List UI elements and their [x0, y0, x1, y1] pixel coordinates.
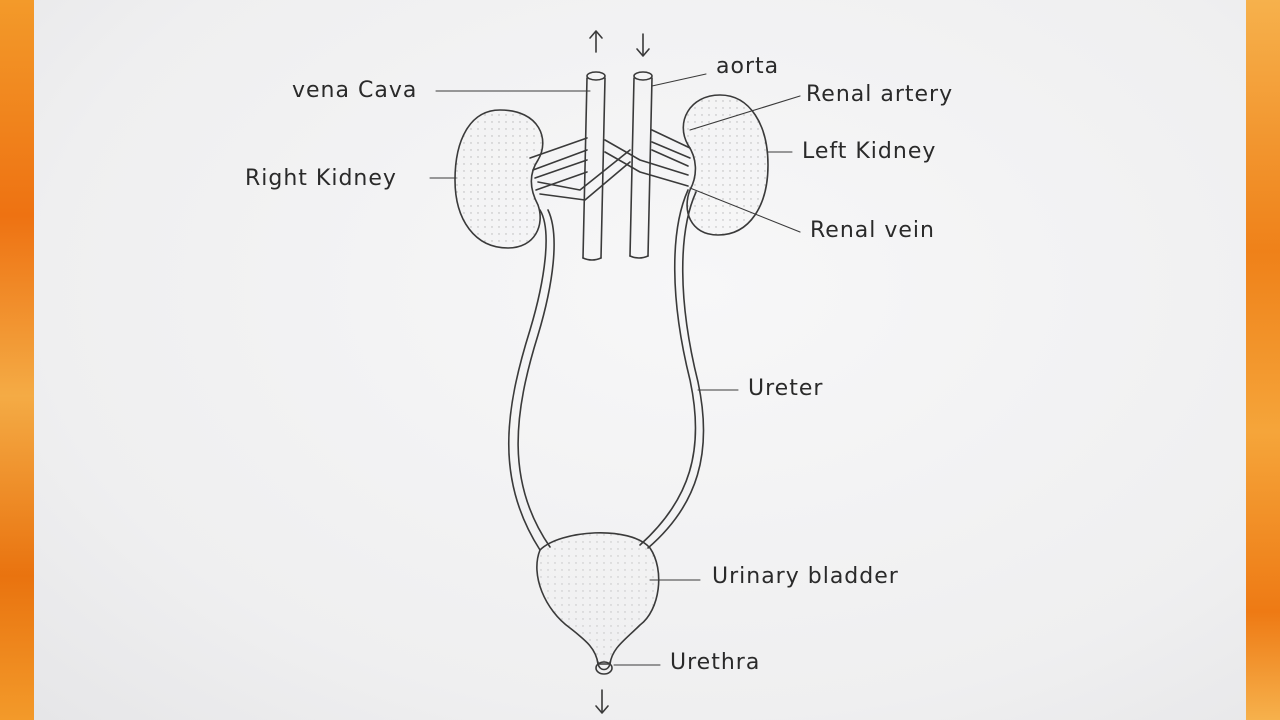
left-renal-vessels [604, 129, 691, 187]
down-arrow-bottom-icon [595, 689, 609, 714]
urethra-opening [595, 661, 613, 675]
label-right-kidney: Right Kidney [245, 166, 397, 191]
label-ureter: Ureter [748, 376, 824, 401]
orange-background-left [0, 0, 34, 720]
up-arrow-icon [589, 30, 603, 53]
orange-background-right [1246, 0, 1280, 720]
label-urinary-bladder: Urinary bladder [712, 564, 899, 589]
urinary-bladder-shape [536, 532, 660, 665]
label-vena-cava: vena Cava [292, 78, 418, 103]
label-renal-artery: Renal artery [806, 82, 954, 107]
left-ureter [639, 189, 705, 549]
left-kidney-shape [682, 94, 769, 236]
leader-lines [429, 73, 801, 666]
label-urethra: Urethra [670, 650, 761, 675]
vena-cava-vessel [582, 71, 606, 261]
right-renal-vessels [529, 137, 631, 201]
aorta-vessel [629, 71, 653, 259]
label-aorta: aorta [716, 54, 780, 79]
label-renal-vein: Renal vein [810, 218, 935, 243]
label-left-kidney: Left Kidney [802, 139, 937, 164]
right-ureter [507, 209, 555, 551]
down-arrow-icon [636, 33, 650, 57]
right-kidney-shape [454, 109, 544, 249]
